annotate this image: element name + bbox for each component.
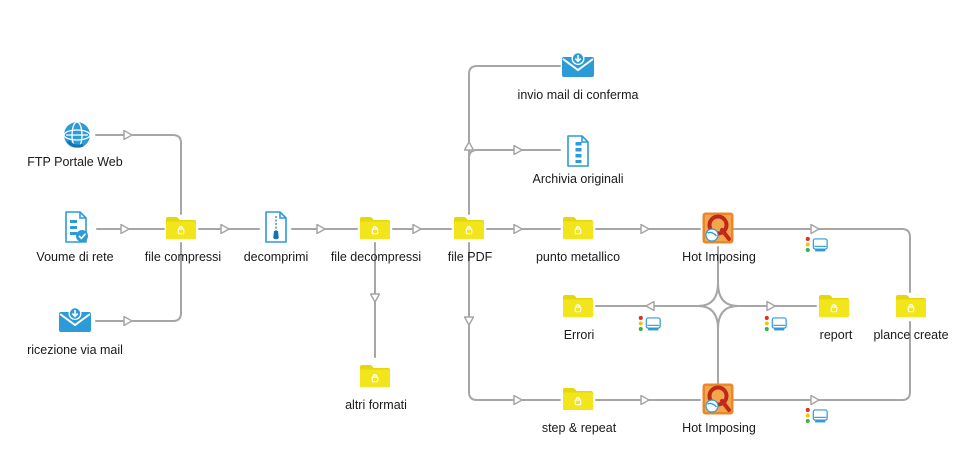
- compressed-folder-node[interactable]: [165, 216, 197, 240]
- status-indicator-icon: [638, 315, 661, 332]
- arrow-right: [810, 395, 820, 405]
- ftp-node[interactable]: [63, 121, 91, 149]
- compressed-label: file compressi: [144, 250, 222, 264]
- folder-icon: [359, 364, 391, 388]
- arrow-right: [220, 224, 230, 234]
- report-folder-node[interactable]: [818, 294, 850, 318]
- status-indicator-icon: [764, 315, 787, 332]
- folder-icon: [359, 216, 391, 240]
- folder-icon: [562, 387, 594, 411]
- zip-file-icon: [265, 211, 287, 243]
- step-folder-node[interactable]: [562, 387, 594, 411]
- imposing2-node[interactable]: [702, 383, 734, 415]
- mail-in-node[interactable]: [58, 306, 92, 333]
- folder-icon: [895, 294, 927, 318]
- volume-label: Voume di rete: [36, 250, 114, 264]
- saddle-folder-node[interactable]: [562, 216, 594, 240]
- imposing1-node[interactable]: [702, 212, 734, 244]
- saddle-label: punto metallico: [535, 250, 621, 264]
- arrow-right: [640, 224, 650, 234]
- arrow-down: [370, 293, 380, 303]
- volume-node[interactable]: [65, 211, 88, 243]
- connector-pdf-to-archive: [468, 149, 561, 159]
- step-label: step & repeat: [541, 421, 617, 435]
- decompressed-label: file decompressi: [330, 250, 422, 264]
- errors-folder-node[interactable]: [562, 294, 594, 318]
- arrow-right: [412, 224, 422, 234]
- globe-icon: [63, 121, 91, 149]
- connector-ftp-to-compressed: [95, 134, 182, 215]
- imposing2-label: Hot Imposing: [682, 421, 756, 435]
- pdf-folder-node[interactable]: [453, 216, 485, 240]
- status-indicator-icon: [805, 236, 828, 253]
- imposing1-label: Hot Imposing: [682, 250, 756, 264]
- connector-pdf-to-step: [468, 242, 561, 401]
- archive-node[interactable]: [567, 135, 589, 167]
- connector-imposing1-to-plates: [733, 228, 911, 293]
- hot-imposing-icon: [702, 212, 734, 244]
- arrow-right: [123, 130, 133, 140]
- plates-label: plance create: [873, 328, 949, 342]
- arrow-right: [810, 224, 820, 234]
- mail-out-label: invio mail di conferma: [517, 88, 639, 102]
- hot-imposing-icon: [702, 383, 734, 415]
- arrow-right: [766, 301, 776, 311]
- mail-send-icon: [561, 51, 595, 78]
- plates-folder-node[interactable]: [895, 294, 927, 318]
- decompress-label: decomprimi: [243, 250, 309, 264]
- mail-in-label: ricezione via mail: [27, 343, 123, 357]
- decompress-node[interactable]: [265, 211, 287, 243]
- errors-label: Errori: [563, 328, 595, 342]
- folder-icon: [562, 216, 594, 240]
- folder-icon: [818, 294, 850, 318]
- connector-pdf-to-mail: [468, 65, 561, 215]
- arrow-right: [513, 224, 523, 234]
- decompressed-folder-node[interactable]: [359, 216, 391, 240]
- folder-icon: [165, 216, 197, 240]
- network-volume-icon: [65, 211, 88, 243]
- arrow-right: [513, 395, 523, 405]
- folder-icon: [562, 294, 594, 318]
- folder-icon: [453, 216, 485, 240]
- arrow-right: [120, 224, 130, 234]
- mail-receive-icon: [58, 306, 92, 333]
- status-indicator-icon: [805, 407, 828, 424]
- connector-imposing2-to-plates: [733, 321, 911, 401]
- archive-label: Archivia originali: [532, 172, 624, 186]
- arrow-right: [316, 224, 326, 234]
- arrow-right: [123, 316, 133, 326]
- arrow-up: [464, 141, 474, 151]
- arrow-right: [513, 145, 523, 155]
- ftp-label: FTP Portale Web: [27, 155, 123, 169]
- mail-out-node[interactable]: [561, 51, 595, 78]
- connector-mail-to-compressed: [95, 242, 182, 322]
- arrow-left: [645, 301, 655, 311]
- report-label: report: [819, 328, 853, 342]
- pdf-label: file PDF: [447, 250, 493, 264]
- connector-imposing2-to-split: [697, 305, 719, 384]
- other-formats-label: altri formati: [345, 398, 407, 412]
- connector-lines: [95, 65, 911, 401]
- arrow-right: [640, 395, 650, 405]
- other-formats-folder-node[interactable]: [359, 364, 391, 388]
- connector-imposing2-up: [717, 305, 739, 330]
- arrow-down: [464, 316, 474, 326]
- archive-icon: [567, 135, 589, 167]
